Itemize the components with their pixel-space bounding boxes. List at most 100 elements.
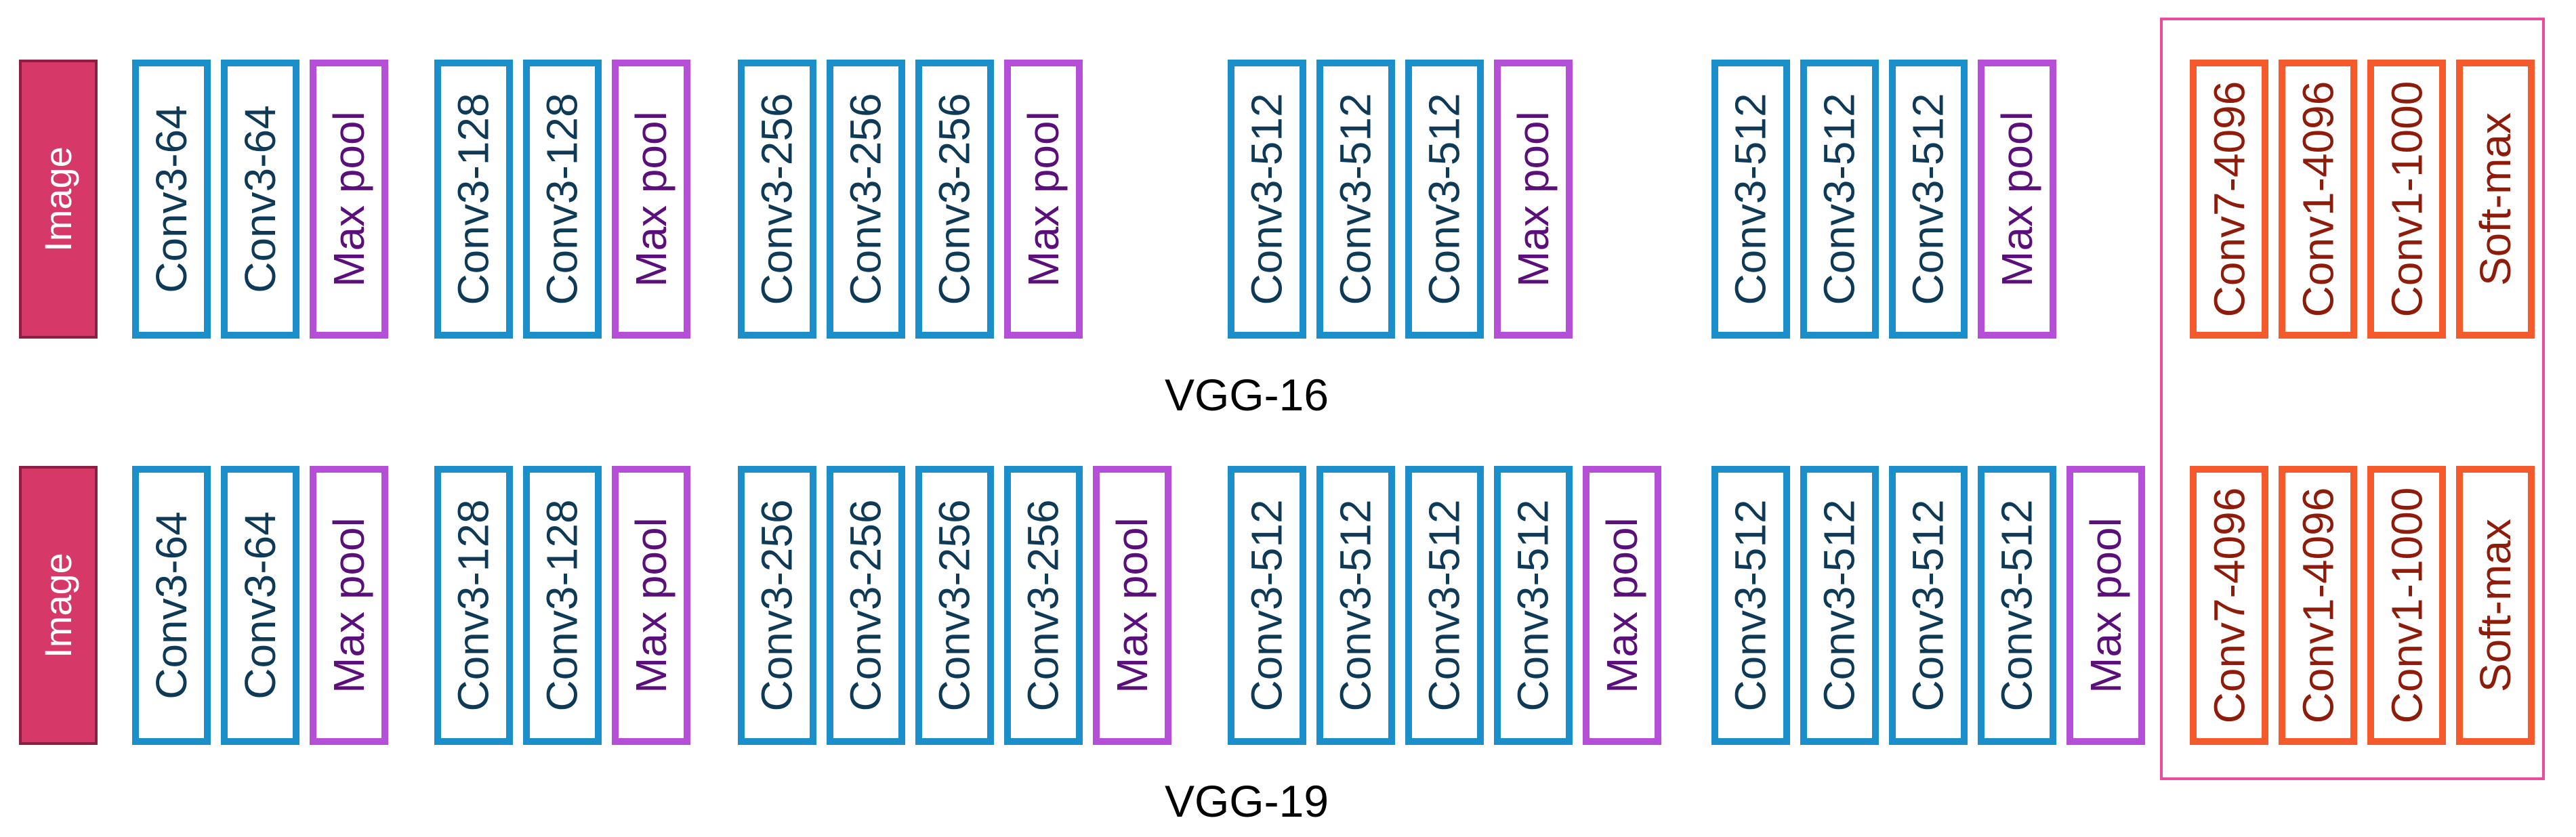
- vgg-19-head-layer1-block-label: Conv7-4096: [2205, 487, 2253, 724]
- vgg-16-stage2-conv2-block-label: Conv3-128: [538, 93, 587, 305]
- vgg-16-stage5-maxpool-block-label: Max pool: [1993, 111, 2041, 287]
- vgg-16-stage1-conv1-block: Conv3-64: [132, 60, 211, 339]
- vgg-19-stage5-conv4-block: Conv3-512: [1978, 466, 2056, 745]
- vgg-19-head-layer1-block: Conv7-4096: [2190, 466, 2268, 745]
- vgg-16-stage5-conv2-block: Conv3-512: [1800, 60, 1879, 339]
- vgg-19-stage4-conv4-block: Conv3-512: [1494, 466, 1573, 745]
- vgg-16-image-block-label: Image: [37, 146, 80, 252]
- vgg-19-stage2-maxpool-block-label: Max pool: [627, 517, 676, 693]
- vgg-16-stage3-conv1-block: Conv3-256: [738, 60, 816, 339]
- vgg-19-stage2-conv2-block-label: Conv3-128: [538, 499, 587, 712]
- vgg-19-stage5-conv3-block-label: Conv3-512: [1904, 499, 1953, 712]
- vgg-16-stage4-maxpool-block: Max pool: [1494, 60, 1573, 339]
- vgg-19-stage3-maxpool-block: Max pool: [1093, 466, 1171, 745]
- vgg-19-stage4-conv3-block: Conv3-512: [1405, 466, 1484, 745]
- vgg-19-stage2-maxpool-block: Max pool: [612, 466, 690, 745]
- vgg-19-stage3-conv2-block-label: Conv3-256: [842, 499, 890, 712]
- vgg-19-stage5-conv2-block-label: Conv3-512: [1815, 499, 1864, 712]
- vgg-16-stage3-conv3-block: Conv3-256: [915, 60, 994, 339]
- vgg-16-stage1-conv2-block-label: Conv3-64: [236, 105, 285, 293]
- vgg-19-stage3-conv4-block: Conv3-256: [1004, 466, 1083, 745]
- vgg-19-stage5-maxpool-block-label: Max pool: [2081, 517, 2130, 693]
- vgg-19-stage1-maxpool-block-label: Max pool: [325, 517, 373, 693]
- vgg-16-head-layer2-block: Conv1-4096: [2279, 60, 2357, 339]
- vgg-16-stage3-maxpool-block-label: Max pool: [1019, 111, 1068, 287]
- vgg-16-image-block: Image: [19, 60, 98, 339]
- vgg-19-stage3-conv1-block-label: Conv3-256: [753, 499, 802, 712]
- vgg-16-stage4-conv2-block-label: Conv3-512: [1331, 93, 1380, 305]
- vgg-19-stage4-maxpool-block-label: Max pool: [1598, 517, 1646, 693]
- vgg-19-stage2-conv1-block: Conv3-128: [434, 466, 513, 745]
- vgg-16-stage1-conv1-block-label: Conv3-64: [147, 105, 196, 293]
- vgg-19-stage1-conv2-block-label: Conv3-64: [236, 511, 285, 700]
- vgg-16-stage5-conv1-block-label: Conv3-512: [1726, 93, 1775, 305]
- vgg-19-stage5-conv2-block: Conv3-512: [1800, 466, 1879, 745]
- vgg-16-head-layer3-block-label: Conv1-1000: [2382, 81, 2431, 318]
- vgg-19-stage3-conv4-block-label: Conv3-256: [1019, 499, 1068, 712]
- vgg-16-stage1-maxpool-block-label: Max pool: [325, 111, 373, 287]
- vgg-16-stage4-conv2-block: Conv3-512: [1316, 60, 1395, 339]
- vgg-16-head-layer2-block-label: Conv1-4096: [2293, 81, 2342, 318]
- vgg-19-stage5-conv3-block: Conv3-512: [1889, 466, 1968, 745]
- vgg-19-title: VGG-19: [1164, 776, 1329, 826]
- vgg-16-stage4-conv1-block-label: Conv3-512: [1243, 93, 1291, 305]
- vgg-19-stage3-conv3-block: Conv3-256: [915, 466, 994, 745]
- vgg-19-stage4-maxpool-block: Max pool: [1583, 466, 1661, 745]
- vgg-16-stage3-conv3-block-label: Conv3-256: [930, 93, 979, 305]
- fully-connected-group-outline: [2160, 18, 2545, 780]
- vgg-19-head-layer3-block-label: Conv1-1000: [2382, 487, 2431, 724]
- vgg-19-stage1-conv1-block: Conv3-64: [132, 466, 211, 745]
- vgg-19-stage3-conv2-block: Conv3-256: [827, 466, 905, 745]
- vgg-16-head-layer3-block: Conv1-1000: [2367, 60, 2446, 339]
- vgg-16-stage4-conv1-block: Conv3-512: [1228, 60, 1306, 339]
- vgg-19-stage5-maxpool-block: Max pool: [2066, 466, 2145, 745]
- vgg-16-stage5-conv3-block: Conv3-512: [1889, 60, 1968, 339]
- vgg-19-stage2-conv2-block: Conv3-128: [523, 466, 602, 745]
- vgg-16-stage1-conv2-block: Conv3-64: [221, 60, 299, 339]
- vgg-16-stage1-maxpool-block: Max pool: [310, 60, 388, 339]
- vgg-16-head-layer1-block-label: Conv7-4096: [2205, 81, 2253, 318]
- vgg-19-stage4-conv1-block-label: Conv3-512: [1243, 499, 1291, 712]
- vgg-16-stage4-conv3-block: Conv3-512: [1405, 60, 1484, 339]
- vgg-19-head-layer2-block-label: Conv1-4096: [2293, 487, 2342, 724]
- vgg-19-head-layer4-block-label: Soft-max: [2471, 518, 2520, 693]
- vgg-19-image-block-label: Image: [37, 553, 80, 658]
- vgg-16-head-layer1-block: Conv7-4096: [2190, 60, 2268, 339]
- vgg-19-stage5-conv1-block: Conv3-512: [1711, 466, 1790, 745]
- vgg-19-stage3-maxpool-block-label: Max pool: [1108, 517, 1157, 693]
- vgg-19-stage3-conv3-block-label: Conv3-256: [930, 499, 979, 712]
- vgg-16-stage2-conv2-block: Conv3-128: [523, 60, 602, 339]
- vgg-16-stage5-conv1-block: Conv3-512: [1711, 60, 1790, 339]
- vgg-16-stage5-maxpool-block: Max pool: [1978, 60, 2056, 339]
- vgg-16-stage2-maxpool-block-label: Max pool: [627, 111, 676, 287]
- vgg-19-stage1-conv1-block-label: Conv3-64: [147, 511, 196, 700]
- vgg-16-stage3-conv2-block-label: Conv3-256: [842, 93, 890, 305]
- vgg-16-stage3-conv2-block: Conv3-256: [827, 60, 905, 339]
- vgg-16-stage2-conv1-block-label: Conv3-128: [449, 93, 498, 305]
- vgg-19-stage4-conv2-block-label: Conv3-512: [1331, 499, 1380, 712]
- vgg-16-stage2-conv1-block: Conv3-128: [434, 60, 513, 339]
- vgg-19-stage4-conv3-block-label: Conv3-512: [1420, 499, 1469, 712]
- vgg-16-stage3-maxpool-block: Max pool: [1004, 60, 1083, 339]
- vgg-16-stage5-conv2-block-label: Conv3-512: [1815, 93, 1864, 305]
- vgg-19-stage3-conv1-block: Conv3-256: [738, 466, 816, 745]
- vgg-19-stage4-conv1-block: Conv3-512: [1228, 466, 1306, 745]
- vgg-16-head-layer4-block-label: Soft-max: [2471, 112, 2520, 286]
- vgg-16-stage2-maxpool-block: Max pool: [612, 60, 690, 339]
- vgg-19-image-block: Image: [19, 466, 98, 745]
- vgg-16-head-layer4-block: Soft-max: [2456, 60, 2535, 339]
- vgg-19-head-layer4-block: Soft-max: [2456, 466, 2535, 745]
- vgg-19-head-layer2-block: Conv1-4096: [2279, 466, 2357, 745]
- vgg-19-stage4-conv4-block-label: Conv3-512: [1509, 499, 1558, 712]
- vgg-19-stage5-conv1-block-label: Conv3-512: [1726, 499, 1775, 712]
- vgg-19-stage1-conv2-block: Conv3-64: [221, 466, 299, 745]
- vgg-19-stage4-conv2-block: Conv3-512: [1316, 466, 1395, 745]
- vgg-16-stage4-maxpool-block-label: Max pool: [1509, 111, 1558, 287]
- vgg-19-stage2-conv1-block-label: Conv3-128: [449, 499, 498, 712]
- vgg-19-stage5-conv4-block-label: Conv3-512: [1993, 499, 2041, 712]
- vgg-16-stage3-conv1-block-label: Conv3-256: [753, 93, 802, 305]
- vgg-16-stage4-conv3-block-label: Conv3-512: [1420, 93, 1469, 305]
- vgg-19-head-layer3-block: Conv1-1000: [2367, 466, 2446, 745]
- vgg-16-title: VGG-16: [1164, 370, 1329, 420]
